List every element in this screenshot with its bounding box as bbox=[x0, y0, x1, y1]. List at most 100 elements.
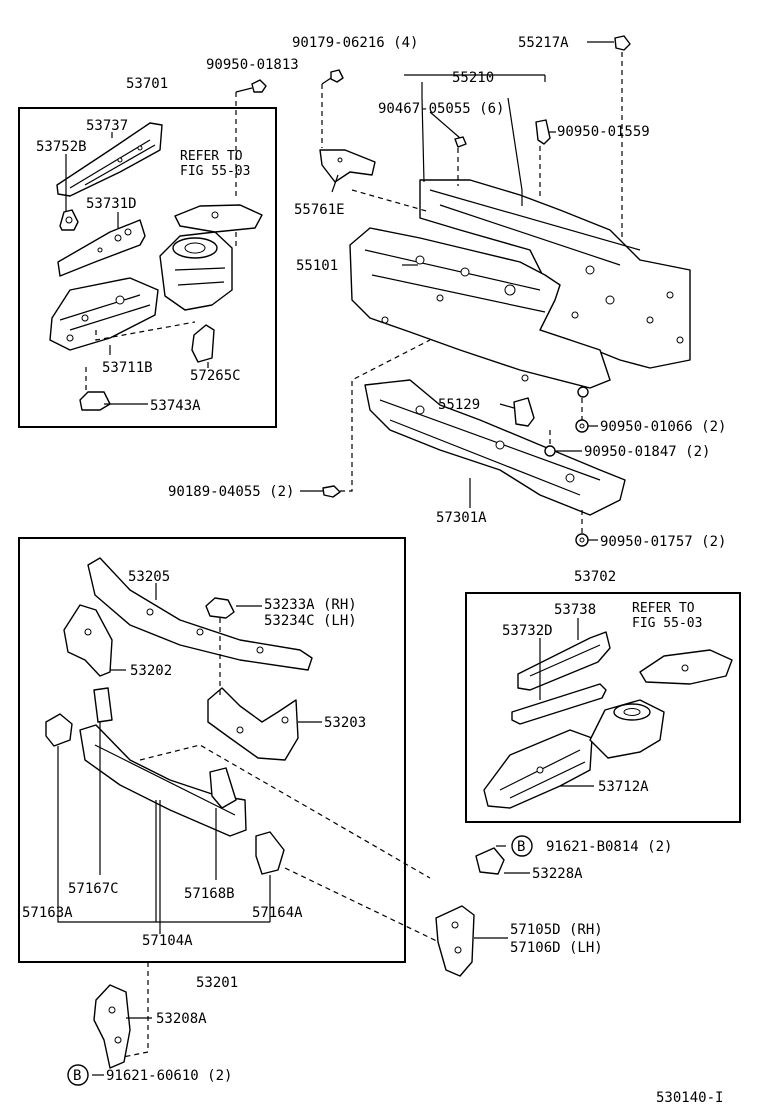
leader-90467-05055 bbox=[429, 111, 461, 139]
leader-57163A bbox=[57, 746, 270, 923]
part-90179-06216-drawing bbox=[330, 69, 344, 83]
part-53731D-drawing bbox=[57, 219, 146, 277]
part-90950-01757-drawing bbox=[575, 533, 589, 547]
label-90950-01757: 90950-01757 (2) bbox=[600, 534, 726, 550]
dashed-53228A bbox=[139, 744, 431, 879]
label-55217A: 55217A bbox=[518, 35, 569, 51]
label-53752B: 53752B bbox=[36, 139, 87, 155]
part-57104A-drawing bbox=[79, 724, 247, 837]
group-box-53702 bbox=[465, 592, 741, 823]
label-53743A: 53743A bbox=[150, 398, 201, 414]
part-90950-01813-drawing bbox=[251, 79, 267, 93]
label-53702: 53702 bbox=[574, 569, 616, 585]
label-53737: 53737 bbox=[86, 118, 128, 134]
part-53738-drawing bbox=[517, 631, 611, 691]
label-57105D: 57105D (RH) bbox=[510, 922, 603, 938]
label-91621-B0814: 91621-B0814 (2) bbox=[546, 839, 672, 855]
label-53205: 53205 bbox=[128, 569, 170, 585]
label-90950-01813: 90950-01813 bbox=[206, 57, 299, 73]
part-53711B-drawing bbox=[49, 277, 159, 351]
group-box-53201 bbox=[18, 537, 406, 963]
part-57163A-drawing bbox=[45, 713, 73, 747]
label-refer-to-1: REFER TO bbox=[180, 149, 243, 164]
part-suspension-tower-drawing bbox=[159, 231, 233, 311]
label-b-upper: B bbox=[517, 839, 525, 855]
label-57164A: 57164A bbox=[252, 905, 303, 921]
label-53208A: 53208A bbox=[156, 1011, 207, 1027]
label-55761E: 55761E bbox=[294, 202, 345, 218]
part-53233A-drawing bbox=[205, 597, 235, 619]
label-53732D: 53732D bbox=[502, 623, 553, 639]
part-53732D-drawing bbox=[511, 683, 607, 725]
part-90950-01066-drawing bbox=[575, 419, 589, 433]
part-53228A-drawing bbox=[475, 847, 505, 875]
label-90189-04055: 90189-04055 (2) bbox=[168, 484, 294, 500]
label-55210: 55210 bbox=[452, 70, 494, 86]
part-53203-drawing bbox=[207, 687, 299, 761]
label-53234C: 53234C (LH) bbox=[264, 613, 357, 629]
label-90950-01066: 90950-01066 (2) bbox=[600, 419, 726, 435]
part-57168B-drawing bbox=[209, 767, 237, 809]
part-55761E-drawing bbox=[319, 149, 376, 183]
leader-57168B-57164A bbox=[215, 808, 271, 922]
part-57265C-drawing bbox=[191, 324, 215, 363]
label-57163A: 57163A bbox=[22, 905, 73, 921]
label-53201: 53201 bbox=[196, 975, 238, 991]
label-refer-fig-2: FIG 55-03 bbox=[632, 616, 702, 631]
leader-55210-b bbox=[421, 97, 523, 206]
part-90467-05055-drawing bbox=[454, 136, 467, 148]
leader-57104A bbox=[155, 800, 161, 934]
dashed-55761E bbox=[351, 189, 431, 213]
label-53701: 53701 bbox=[126, 76, 168, 92]
part-53208A-drawing bbox=[93, 984, 131, 1069]
callout-circle-b-lower bbox=[67, 1064, 89, 1086]
leader-55761E bbox=[331, 174, 339, 193]
leader-90950-01813 bbox=[235, 87, 253, 93]
label-90950-01847: 90950-01847 (2) bbox=[584, 444, 710, 460]
label-55129: 55129 bbox=[438, 397, 480, 413]
label-53738: 53738 bbox=[554, 602, 596, 618]
dashed-53711B bbox=[95, 321, 196, 341]
part-57164A-drawing bbox=[255, 831, 285, 875]
part-90950-01847-drawing bbox=[544, 445, 556, 457]
part-53202-drawing bbox=[63, 604, 113, 677]
part-57167C-drawing bbox=[93, 687, 113, 723]
label-57104A: 57104A bbox=[142, 933, 193, 949]
part-53737-drawing bbox=[56, 122, 163, 197]
label-57265C: 57265C bbox=[190, 368, 241, 384]
label-57168B: 57168B bbox=[184, 886, 235, 902]
part-55129-drawing bbox=[513, 397, 535, 427]
label-53233A: 53233A (RH) bbox=[264, 597, 357, 613]
leader-55129 bbox=[499, 403, 515, 409]
dashed-90189-04055 bbox=[340, 339, 431, 492]
label-90179-06216: 90179-06216 (4) bbox=[292, 35, 418, 51]
label-53202: 53202 bbox=[130, 663, 172, 679]
label-53228A: 53228A bbox=[532, 866, 583, 882]
label-90950-01559: 90950-01559 bbox=[557, 124, 650, 140]
label-57106D: 57106D (LH) bbox=[510, 940, 603, 956]
part-55101-drawing bbox=[349, 227, 611, 389]
label-53203: 53203 bbox=[324, 715, 366, 731]
part-refer-plate-right-drawing bbox=[639, 649, 733, 685]
part-53205-drawing bbox=[87, 557, 313, 671]
part-extra-fastener-drawing bbox=[577, 386, 589, 398]
group-box-53701 bbox=[18, 107, 277, 428]
part-57105D-drawing bbox=[435, 905, 475, 977]
label-57167C: 57167C bbox=[68, 881, 119, 897]
label-53711B: 53711B bbox=[102, 360, 153, 376]
part-53712A-drawing bbox=[483, 729, 593, 809]
part-90189-04055-drawing bbox=[322, 485, 341, 498]
label-b-lower: B bbox=[73, 1068, 81, 1084]
part-55210-drawing bbox=[419, 179, 691, 369]
label-refer-fig-1: FIG 55-03 bbox=[180, 164, 250, 179]
label-refer-to-2: REFER TO bbox=[632, 601, 695, 616]
dashed-57105D bbox=[284, 867, 446, 946]
label-90467-05055: 90467-05055 (6) bbox=[378, 101, 504, 117]
label-55101: 55101 bbox=[296, 258, 338, 274]
part-90950-01559-drawing bbox=[535, 119, 551, 145]
part-53743A-drawing bbox=[79, 391, 111, 411]
part-right-tower-drawing bbox=[589, 699, 665, 759]
part-53752B-drawing bbox=[59, 209, 79, 231]
